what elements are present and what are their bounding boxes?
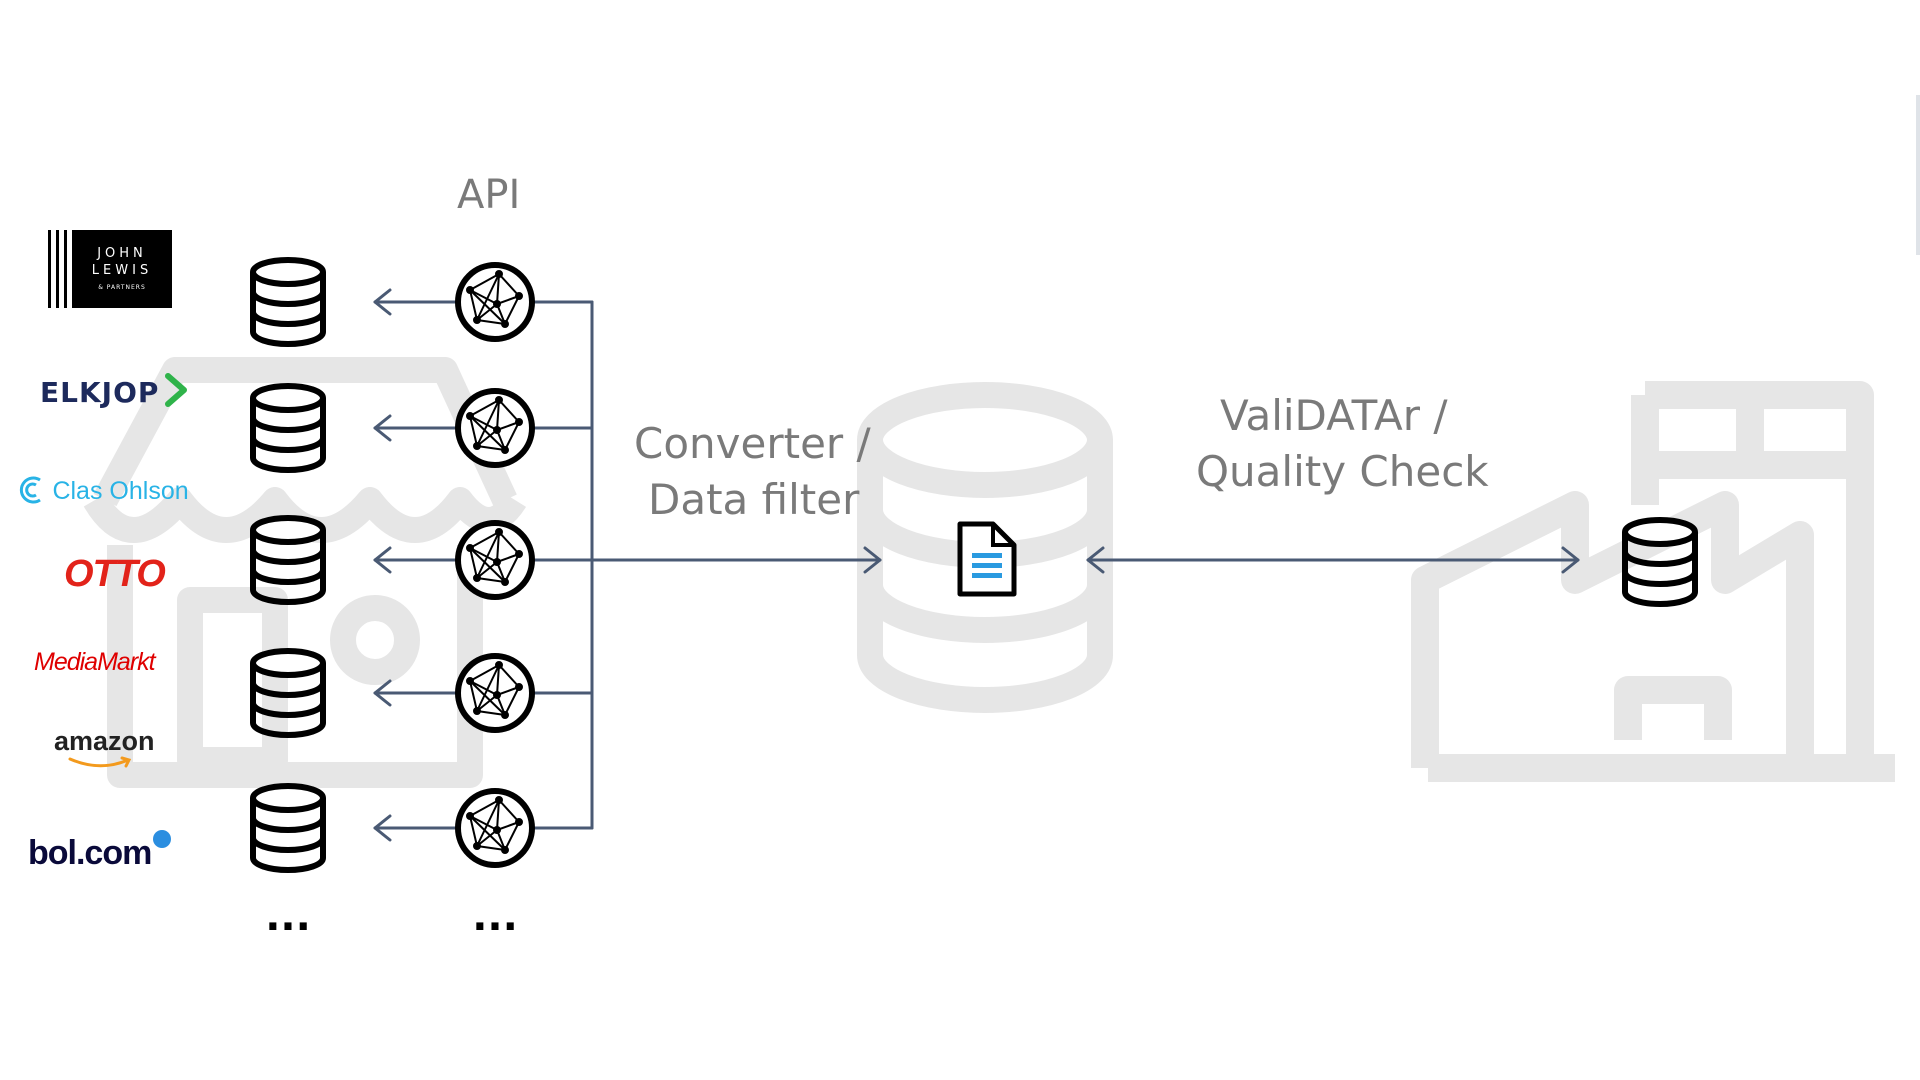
api-ellipsis: ... <box>472 894 518 940</box>
arrowheads <box>373 288 1580 842</box>
api-globe-icon-4 <box>458 656 532 730</box>
edge-scrollbar-mark <box>1916 95 1920 255</box>
bol-com-logo: bol.com <box>28 830 172 874</box>
mediamarkt-logo: MediaMarkt <box>34 648 156 676</box>
quality-check-label: Quality Check <box>1196 447 1489 496</box>
document-icon <box>957 521 1017 597</box>
john-lewis-logo: JOHN LEWIS & PARTNERS <box>48 230 172 308</box>
elkjop-logo: ELKJOP <box>40 372 190 409</box>
data-filter-label: Data filter <box>648 475 860 524</box>
factory-watermark-icon <box>1411 381 1895 782</box>
elkjop-chevron-icon <box>164 373 187 407</box>
api-label: API <box>457 172 521 218</box>
retailer-database-icon-1 <box>253 260 323 344</box>
api-globe-icon-5 <box>458 791 532 865</box>
api-globe-icon-1 <box>458 265 532 339</box>
clas-ohlson-logo: Clas Ohlson <box>18 474 189 510</box>
clas-ohlson-c-icon <box>19 476 41 504</box>
bol-com-badge-icon <box>153 830 172 848</box>
amazon-smile-icon <box>68 756 132 768</box>
amazon-logo: amazon <box>54 726 155 772</box>
retailer-database-icon-5 <box>253 786 323 870</box>
validatar-label: ValiDATAr / <box>1220 391 1448 440</box>
retailer-database-icon-2 <box>253 386 323 470</box>
target-database-icon <box>1625 520 1695 604</box>
api-globe-icon-2 <box>458 391 532 465</box>
converter-label: Converter / <box>634 419 871 468</box>
api-globe-icon-3 <box>458 523 532 597</box>
retailer-ellipsis: ... <box>265 894 311 940</box>
otto-logo: OTTO <box>64 553 166 595</box>
